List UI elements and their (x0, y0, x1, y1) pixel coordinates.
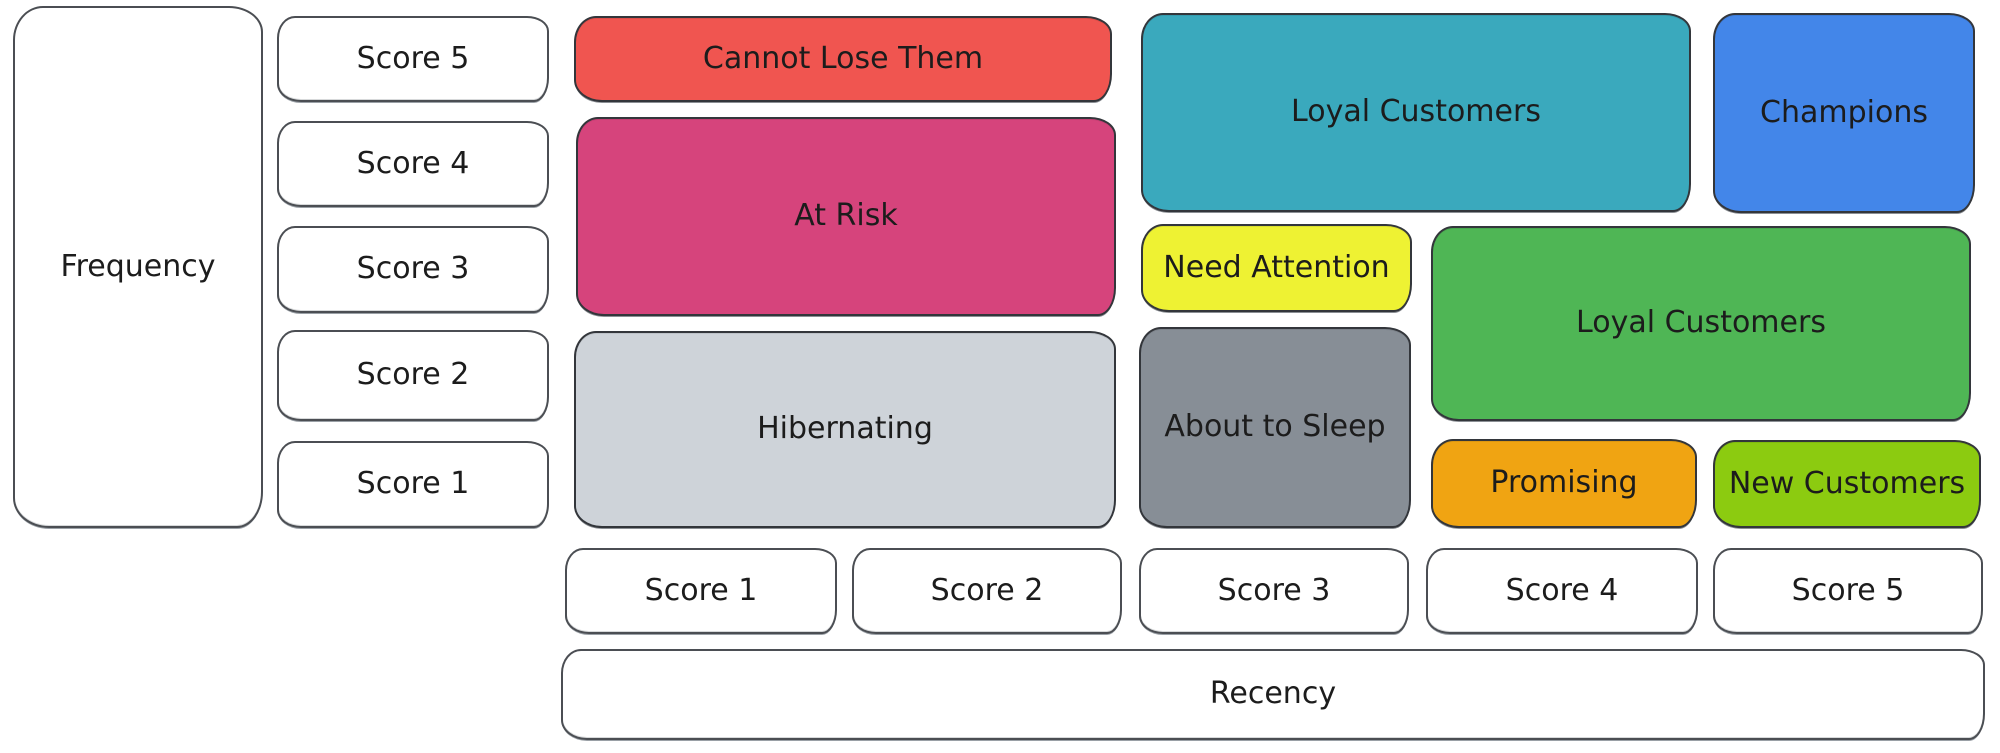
segment-promising: Promising (1431, 439, 1697, 528)
recency-score-3-box: Score 3 (1139, 548, 1409, 634)
segment-loyal-customers-middle: Loyal Customers (1431, 226, 1971, 421)
recency-score-2-box: Score 2 (852, 548, 1122, 634)
segment-about-to-sleep: About to Sleep (1139, 327, 1411, 528)
frequency-score-1-box: Score 1 (277, 441, 549, 528)
frequency-score-4-box: Score 4 (277, 121, 549, 207)
recency-score-1-box: Score 1 (565, 548, 837, 634)
frequency-score-5-box: Score 5 (277, 16, 549, 102)
recency-score-4-box: Score 4 (1426, 548, 1698, 634)
frequency-score-3-box: Score 3 (277, 226, 549, 313)
segment-cannot-lose-them: Cannot Lose Them (574, 16, 1112, 102)
frequency-score-2-box: Score 2 (277, 330, 549, 421)
segment-champions: Champions (1713, 13, 1975, 213)
segment-hibernating: Hibernating (574, 331, 1116, 528)
segment-new-customers: New Customers (1713, 440, 1981, 528)
segment-loyal-customers-top: Loyal Customers (1141, 13, 1691, 212)
segment-at-risk: At Risk (576, 117, 1116, 316)
segment-need-attention: Need Attention (1141, 224, 1412, 312)
frequency-axis-label: Frequency (13, 6, 263, 528)
recency-score-5-box: Score 5 (1713, 548, 1983, 634)
recency-axis-label: Recency (561, 649, 1985, 740)
